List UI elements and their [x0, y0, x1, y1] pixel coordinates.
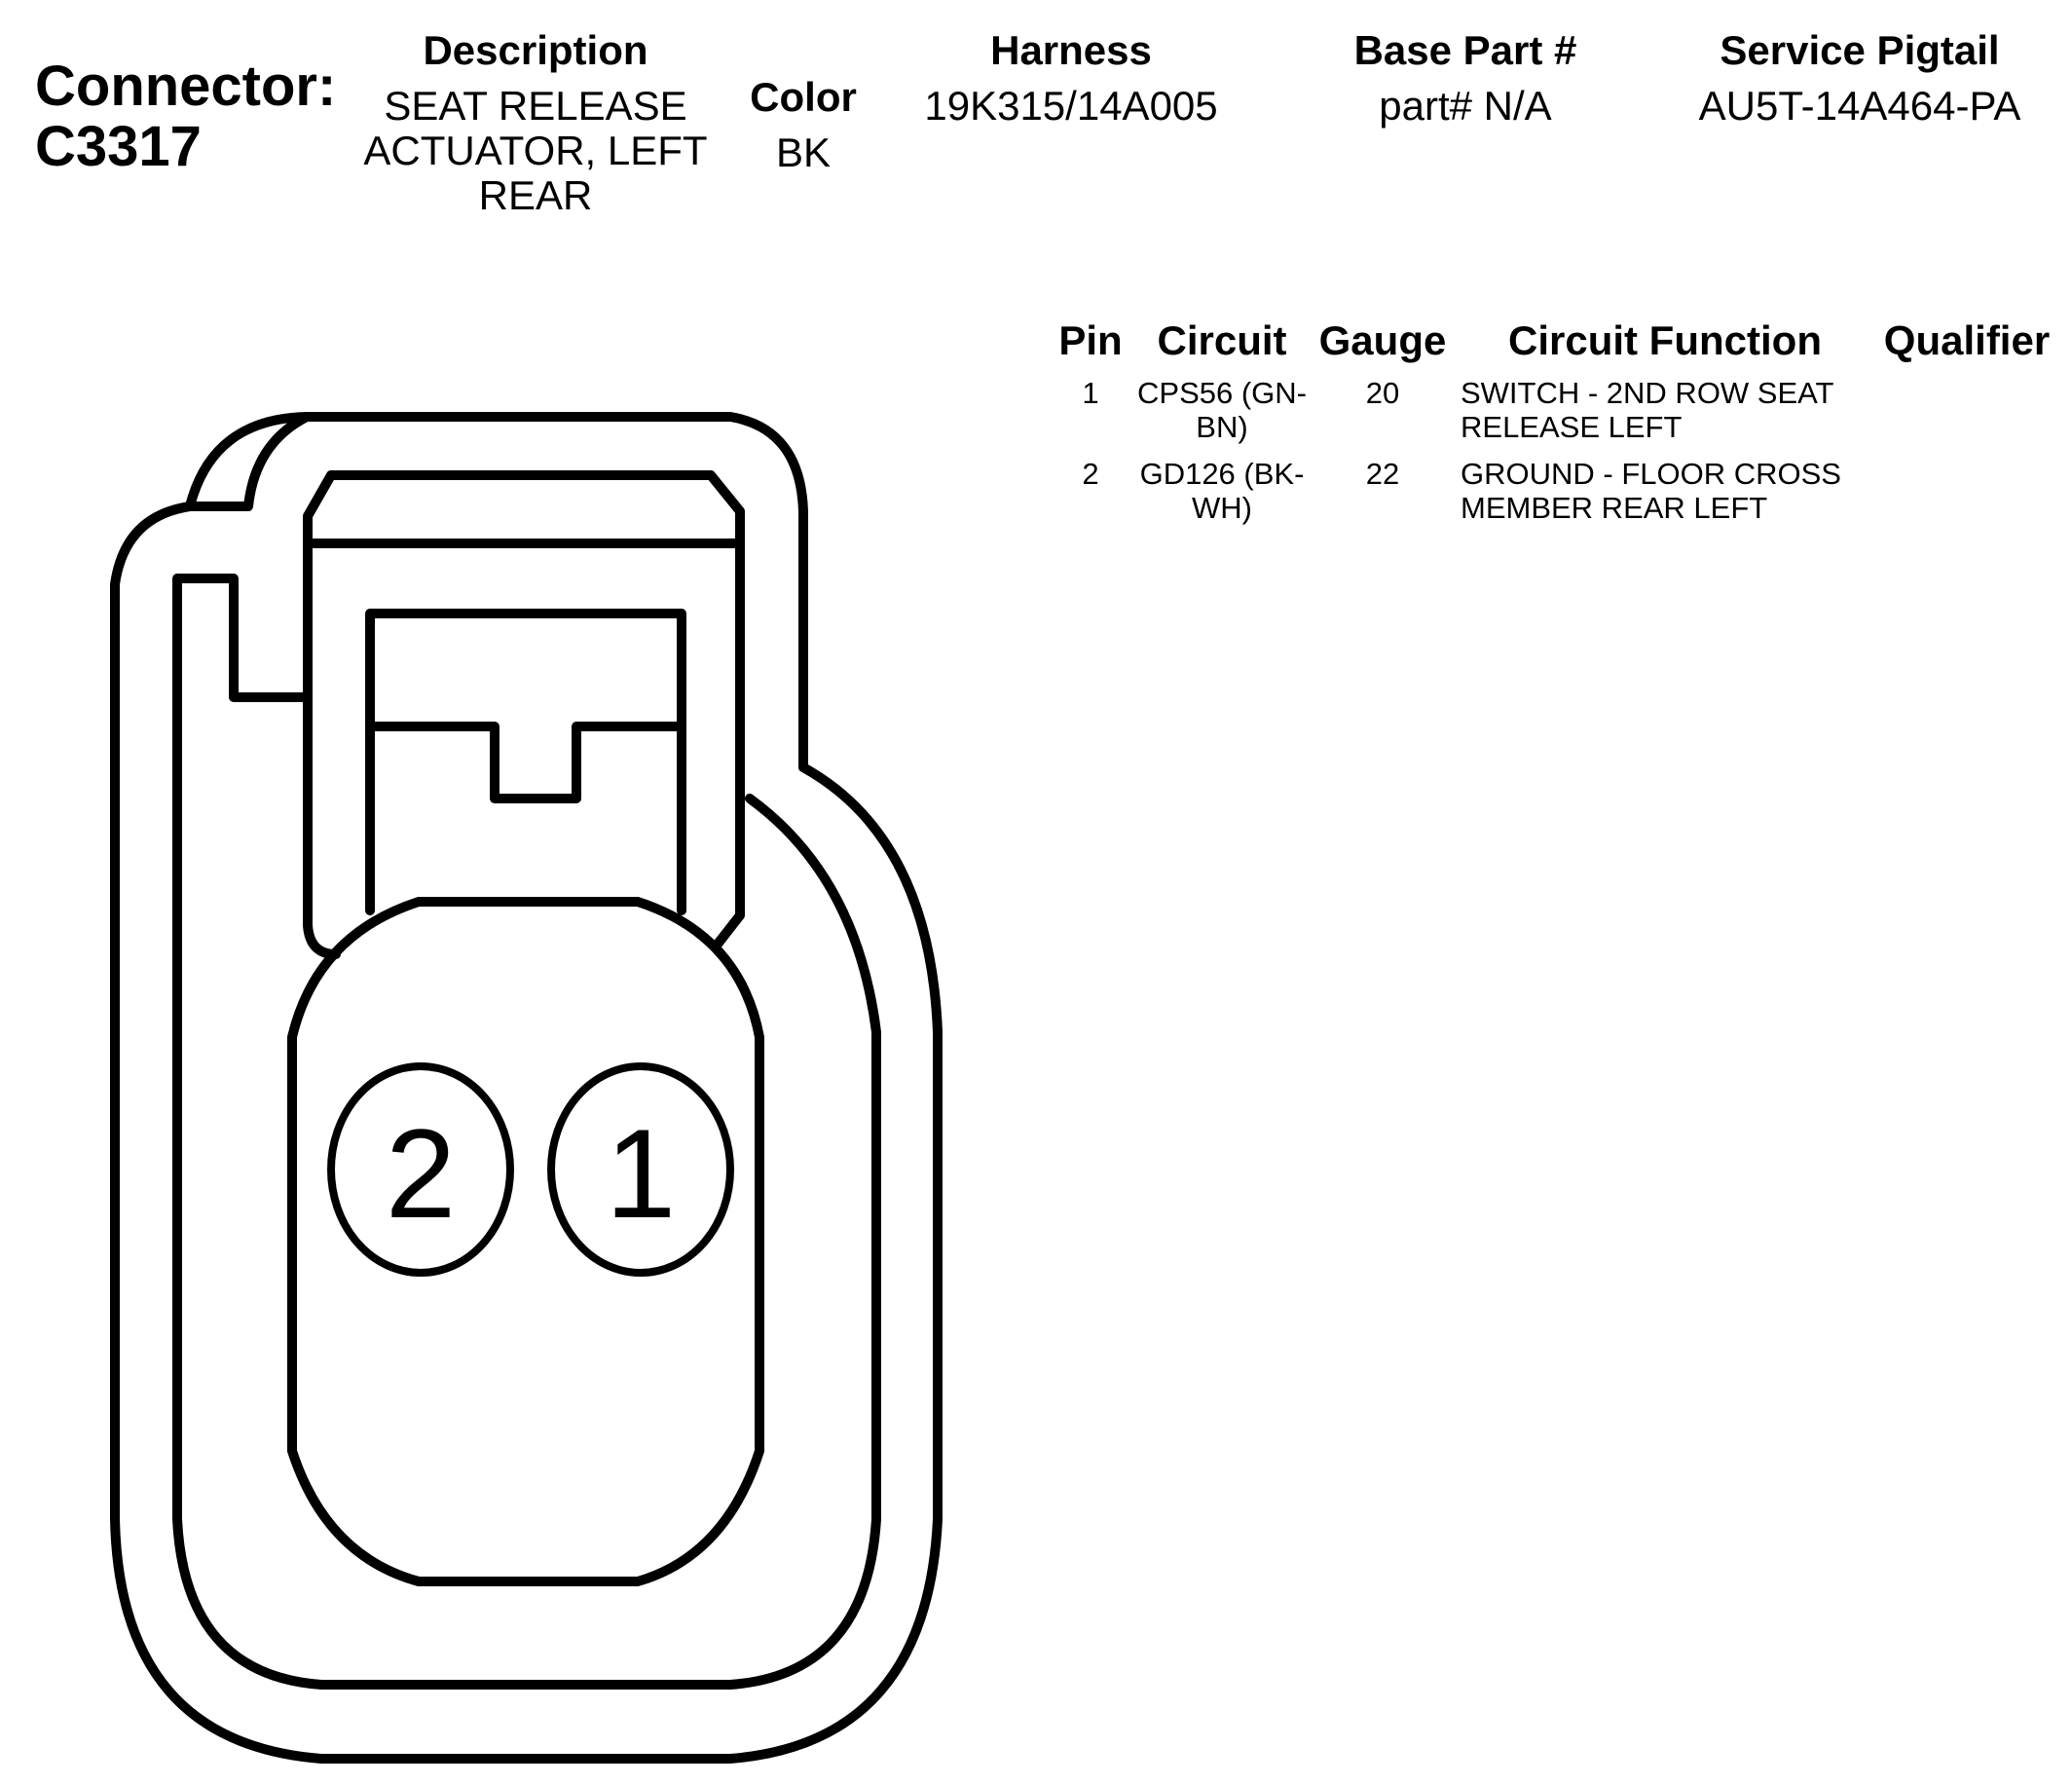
harness-header: Harness: [990, 27, 1152, 73]
service-pigtail-header: Service Pigtail: [1720, 27, 2000, 73]
color-value: BK: [775, 130, 832, 175]
row-2-pin: 2: [1082, 457, 1099, 491]
function-line: GROUND - FLOOR CROSS: [1461, 457, 1841, 491]
circuit-line: GD126 (BK-: [1139, 457, 1305, 491]
circuit-column-header: Circuit: [1157, 317, 1287, 363]
color-header: Color: [750, 74, 857, 120]
base-part-value: part# N/A: [1379, 83, 1552, 129]
latch-tab-notch: [365, 722, 686, 803]
pin-column-header: Pin: [1058, 317, 1123, 363]
row-1-circuit: CPS56 (GN- BN): [1125, 376, 1319, 444]
function-line: MEMBER REAR LEFT: [1461, 491, 1768, 525]
pin-2-label: 2: [386, 1102, 456, 1245]
latch-frame: [303, 470, 745, 951]
function-line: RELEASE LEFT: [1461, 410, 1683, 444]
housing-inner-outline: [172, 574, 881, 1690]
row-2-circuit: GD126 (BK- WH): [1125, 457, 1319, 525]
latch-tab: [365, 609, 686, 915]
description-header: Description: [423, 27, 648, 73]
pin-1-circle: [547, 1062, 734, 1277]
gauge-column-header: Gauge: [1318, 317, 1447, 363]
row-1-pin: 1: [1082, 376, 1099, 410]
row-1-gauge: 20: [1365, 376, 1400, 410]
connector-label: Connector:: [35, 55, 337, 118]
circuit-line: CPS56 (GN-: [1137, 376, 1307, 410]
housing-outer-outline: [110, 412, 943, 1764]
circuit-line: BN): [1196, 410, 1248, 444]
function-line: SWITCH - 2ND ROW SEAT: [1461, 376, 1834, 410]
housing-rear-edge: [185, 412, 312, 511]
connector-title: Connector: C3317: [35, 56, 336, 177]
connector-id: C3317: [35, 115, 202, 178]
harness-value: 19K315/14A005: [924, 83, 1218, 129]
base-part-header: Base Part #: [1353, 27, 1577, 73]
description-line: ACTUATOR, LEFT: [363, 128, 708, 173]
row-2-function: GROUND - FLOOR CROSS MEMBER REAR LEFT: [1461, 457, 1869, 525]
circuit-function-column-header: Circuit Function: [1508, 317, 1822, 363]
pin-cavity-body: [287, 897, 764, 1586]
row-1-function: SWITCH - 2ND ROW SEAT RELEASE LEFT: [1461, 376, 1869, 444]
description-line: SEAT RELEASE: [384, 83, 687, 129]
description-value: SEAT RELEASE ACTUATOR, LEFT REAR: [341, 84, 730, 218]
qualifier-column-header: Qualifier: [1883, 317, 2051, 363]
circuit-line: WH): [1192, 491, 1252, 525]
service-pigtail-value: AU5T-14A464-PA: [1698, 83, 2021, 129]
pin-1-label: 1: [606, 1102, 676, 1245]
pin-2-circle: [327, 1062, 514, 1277]
description-line: REAR: [478, 172, 593, 218]
row-2-gauge: 22: [1365, 457, 1400, 491]
